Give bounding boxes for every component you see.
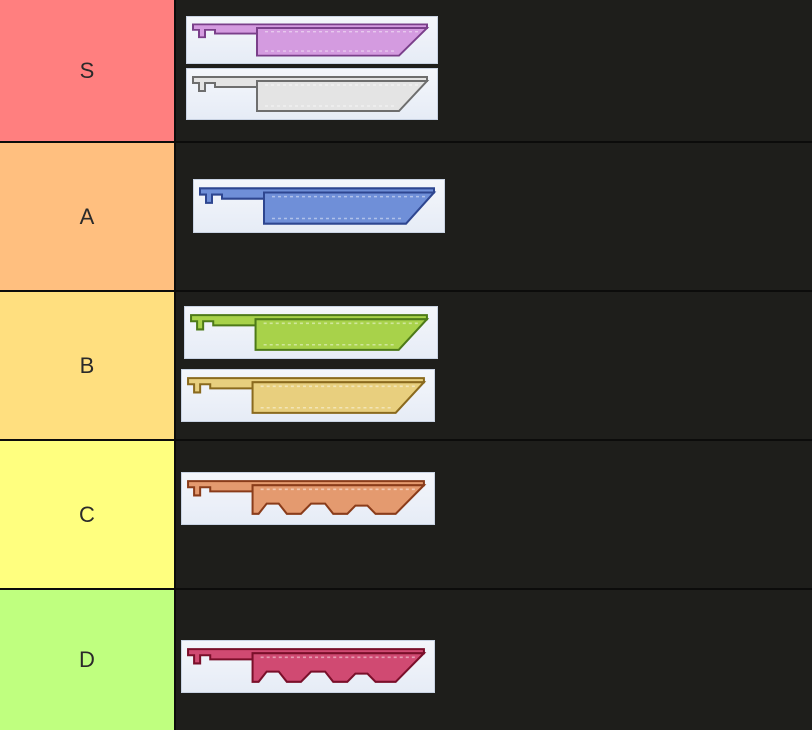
tier-label-b[interactable]: B [0,292,176,439]
tier-row-s: S [0,0,812,143]
tier-item[interactable] [181,640,435,693]
tier-items-d[interactable] [176,590,812,730]
tier-items-c[interactable] [176,441,812,588]
tier-item[interactable] [181,369,435,422]
white-blade-icon [192,76,430,112]
tier-label-a[interactable]: A [0,143,176,290]
tier-item[interactable] [193,179,445,233]
gold-blade-icon [187,377,427,414]
tier-label-s[interactable]: S [0,0,176,141]
tier-item[interactable] [186,68,438,120]
tier-item[interactable] [181,472,435,525]
tier-items-a[interactable] [176,143,812,290]
copper-blade-icon [187,480,427,515]
tier-row-c: C [0,441,812,590]
tier-item[interactable] [184,306,438,359]
tier-label-d[interactable]: D [0,590,176,730]
tier-items-s[interactable] [176,0,812,141]
purple-blade-icon [192,23,430,57]
green-blade-icon [190,314,430,351]
crimson-blade-icon [187,648,427,683]
tier-label-c[interactable]: C [0,441,176,588]
tier-item[interactable] [186,16,438,64]
tier-row-d: D [0,590,812,730]
tier-items-b[interactable] [176,292,812,439]
tier-row-b: B [0,292,812,441]
blue-blade-icon [199,187,437,225]
tier-row-a: A [0,143,812,292]
